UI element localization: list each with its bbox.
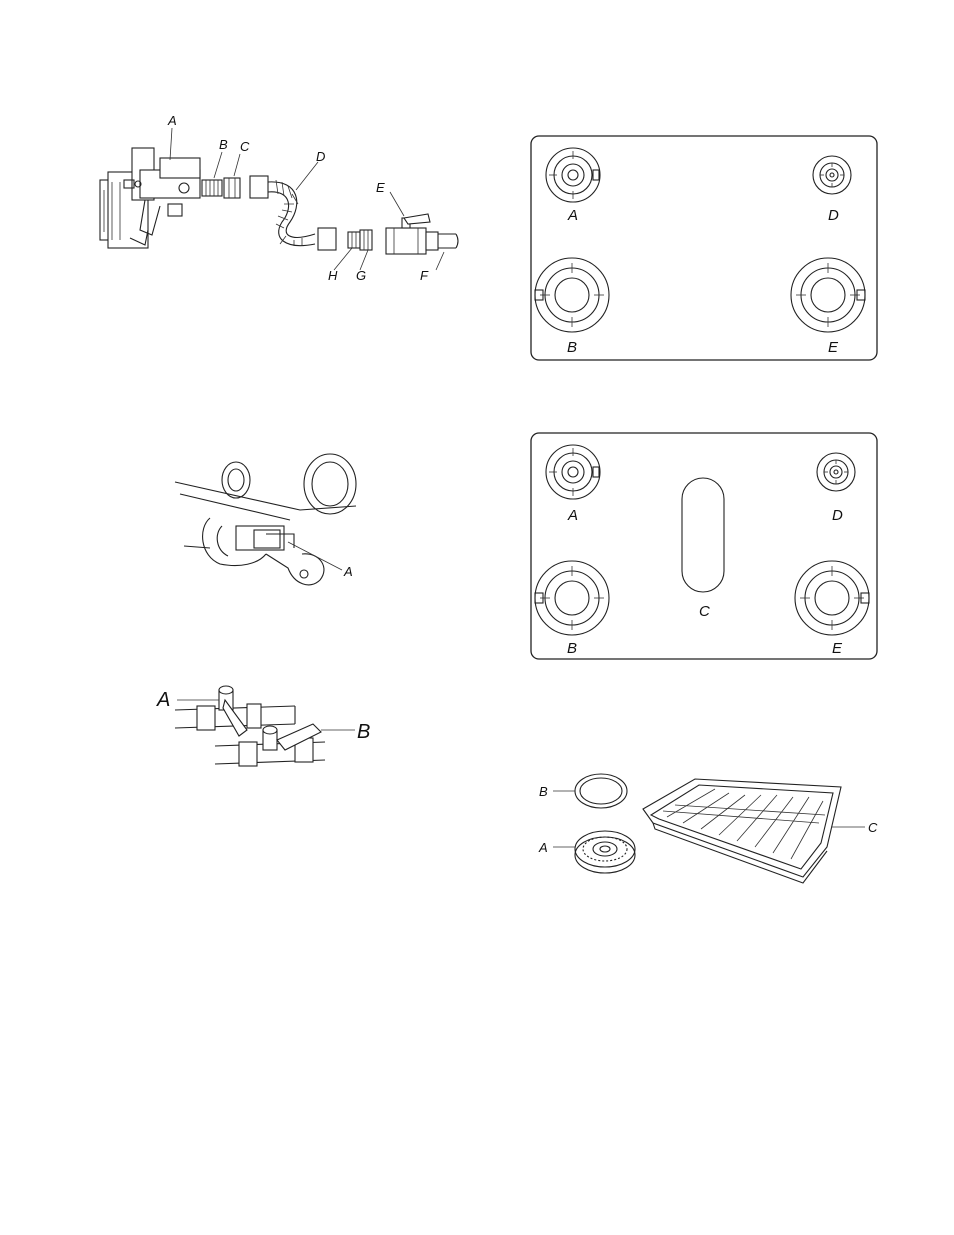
- bracket-detail-diagram: A: [170, 448, 370, 598]
- burner-d: [816, 452, 856, 492]
- label-b: B: [357, 721, 370, 743]
- label-d: D: [832, 507, 843, 524]
- burner-e: [790, 257, 866, 333]
- lower-pipe-valve: [214, 723, 326, 767]
- label-b: B: [567, 640, 577, 657]
- pipe-nipple: [201, 179, 223, 197]
- gas-connection-diagram: A B C D E F G H: [90, 110, 460, 290]
- label-a: A: [156, 689, 170, 711]
- label-a: A: [343, 564, 353, 579]
- upper-pipe-valve: [174, 685, 296, 737]
- burner-b: [534, 257, 610, 333]
- label-e: E: [832, 640, 843, 657]
- label-c: C: [240, 139, 250, 154]
- label-h: H: [328, 268, 338, 283]
- cooktop-four-burner-diagram: A D B E: [530, 135, 880, 363]
- shutoff-valve: [385, 213, 459, 255]
- regulator-body: [99, 147, 201, 249]
- label-e: E: [828, 339, 839, 356]
- label-a: A: [567, 207, 578, 224]
- cooktop-outline: [530, 432, 878, 660]
- label-b: B: [539, 784, 548, 799]
- label-a: A: [538, 840, 548, 855]
- label-a: A: [167, 113, 177, 128]
- cooking-grate: [642, 778, 842, 884]
- label-d: D: [828, 207, 839, 224]
- valve-handles-diagram: A B: [155, 680, 385, 780]
- burner-b: [534, 560, 610, 636]
- burner-a: [545, 147, 601, 203]
- label-d: D: [316, 149, 325, 164]
- label-c: C: [699, 603, 710, 620]
- label-g: G: [356, 268, 366, 283]
- label-b: B: [567, 339, 577, 356]
- union-fittings: [347, 229, 373, 251]
- flare-adapter: [223, 177, 241, 199]
- flexible-connector: [249, 175, 337, 251]
- burner-cap: [574, 773, 628, 809]
- label-b: B: [219, 137, 228, 152]
- burner-parts-diagram: B A C: [535, 765, 885, 884]
- label-a: A: [567, 507, 578, 524]
- label-f: F: [420, 268, 429, 283]
- label-e: E: [376, 180, 385, 195]
- burner-base: [574, 830, 636, 874]
- burner-c-oval: [681, 477, 725, 593]
- burner-d: [812, 155, 852, 195]
- cooktop-five-burner-diagram: A D C B E: [530, 432, 880, 662]
- bracket-assembly: [174, 453, 357, 586]
- burner-a: [545, 444, 601, 500]
- leader-lines: [169, 127, 445, 271]
- burner-e: [794, 560, 870, 636]
- label-c: C: [868, 820, 878, 835]
- cooktop-outline: [530, 135, 878, 361]
